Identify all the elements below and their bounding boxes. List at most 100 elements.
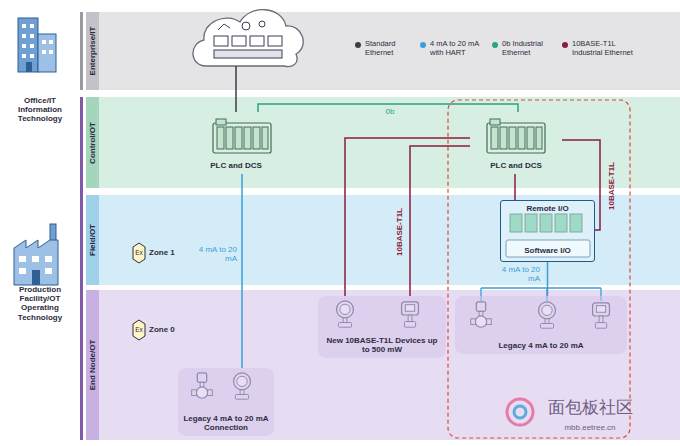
cloud-icon: [214, 50, 282, 58]
section-caption: Office/IT Information Technology: [2, 96, 78, 124]
cloud-icon: [218, 24, 230, 30]
dashed-remote-region: [448, 100, 630, 438]
layer-label: Field/OT: [88, 224, 97, 256]
office-building-icon: [42, 50, 46, 54]
legend-text: 0b Industrial Ethernet: [502, 40, 556, 57]
section-caption: Production Facility/OT Operating Technol…: [2, 285, 78, 322]
box-label: New 10BASE-T1L Devices up to 500 mW: [322, 336, 442, 354]
office-building-icon: [49, 50, 53, 54]
plc-rack-icon: [487, 119, 545, 153]
hazard-zone-symbol: [133, 243, 145, 340]
layer-band: Field/OT Remote I/OSoftware I/O: [86, 195, 680, 285]
dashed-remote-region: [448, 100, 630, 438]
signal-connector: [514, 174, 516, 200]
office-building-icon: [22, 34, 26, 38]
ethernet-wire: [235, 66, 237, 112]
layer-bands: [86, 195, 680, 285]
signal-connector: [410, 146, 470, 296]
layer-band: Control/OT PLC and DCS PLC and DCS: [86, 97, 680, 188]
office-building-icon: [18, 18, 56, 72]
cloud-icon: [193, 10, 303, 67]
layer-bands: [86, 12, 99, 90]
box-label: PLC and DCS: [474, 161, 558, 170]
box-label: Legacy 4 mA to 20 mA Connection: [182, 414, 270, 432]
office-building-icon: [22, 24, 26, 28]
office-building-icon: [18, 18, 38, 72]
legend-text: Standard Ethernet: [365, 40, 413, 57]
watermark-logo: [507, 399, 533, 425]
signal-connector: [345, 138, 470, 296]
layer-bands: [86, 97, 99, 188]
factory-icon: [14, 240, 58, 285]
layer-bands: [80, 97, 83, 440]
legend-item: 0b Industrial Ethernet: [492, 40, 556, 57]
office-building-icon: [30, 34, 34, 38]
factory-icon: [45, 256, 52, 262]
cloud-icon: [250, 36, 264, 46]
box-label: Software I/O: [504, 246, 591, 255]
controller-box: PLC and DCS: [470, 112, 562, 174]
factory-icon: [45, 268, 52, 274]
connector-label: 10BASE-T1L: [607, 156, 616, 216]
hazard-zone-symbol: [133, 320, 145, 340]
signal-connector: [241, 174, 243, 368]
layer-bands: [86, 290, 680, 440]
cloud-icon: [232, 36, 246, 46]
watermark: mbb.eetree.cn: [540, 423, 640, 432]
legend-swatch: [492, 42, 498, 48]
legend-item: 10BASE-T1L Industrial Ethernet: [562, 40, 642, 57]
controller-box: PLC and DCS: [190, 112, 282, 174]
factory-icon: [32, 256, 39, 262]
layer-bands: [86, 195, 99, 285]
signal-connector: [547, 262, 549, 296]
ethernet-wire: [236, 66, 237, 112]
connector-label: 10BASE-T1L: [395, 202, 404, 262]
legend-item: Standard Ethernet: [355, 40, 413, 57]
watermark-logo: [514, 406, 526, 418]
connector-label: 0b: [380, 107, 400, 116]
legend-swatch: [562, 42, 568, 48]
connector-label: 4 mA to 20 mA: [500, 265, 540, 283]
office-building-icon: [38, 34, 56, 72]
hazard-zone-symbol: [133, 243, 145, 263]
cloud-icon: [242, 22, 250, 30]
layer-label: Enterprise/IT: [88, 27, 97, 76]
factory-icon: [19, 268, 26, 274]
office-building-icon: [42, 40, 46, 44]
office-building-icon: [49, 40, 53, 44]
layer-bands: [86, 12, 680, 90]
zone-label: Zone 1: [149, 248, 183, 257]
watermark: 面包板社区: [540, 398, 640, 418]
legend-text: 4 mA to 20 mA with HART: [430, 40, 486, 57]
legend-swatch: [355, 42, 361, 48]
box-label: Legacy 4 mA to 20 mA: [459, 341, 623, 350]
layer-bands: [86, 97, 680, 188]
watermark-logo: [507, 399, 533, 425]
remote-io-box: Remote I/OSoftware I/O: [500, 200, 595, 262]
office-building-icon: [26, 62, 32, 72]
cloud-icon: [214, 36, 228, 46]
zone-label: Zone 0: [149, 325, 183, 334]
legend-swatch: [420, 42, 426, 48]
factory-icon: [32, 270, 40, 285]
plc-rack-icon: [213, 119, 545, 153]
legend-text: 10BASE-T1L Industrial Ethernet: [572, 40, 642, 57]
office-building-icon: [30, 44, 34, 48]
layer-bands: [80, 12, 680, 440]
layer-band: End Node/OT New 10BASE-T1L Devices up to …: [86, 290, 680, 440]
connector-label: 4 mA to 20 mA: [197, 245, 237, 263]
layer-label: Control/OT: [88, 122, 97, 164]
cloud-icon: [259, 21, 265, 27]
zone-label: Ex: [132, 326, 146, 333]
plc-rack-icon: [213, 119, 271, 153]
office-building-icon: [22, 44, 26, 48]
office-building-icon: [30, 24, 34, 28]
zone-label: Ex: [132, 249, 146, 256]
factory-icon: [19, 256, 26, 262]
office-building-icon: [22, 54, 26, 58]
cloud-icon: [268, 36, 282, 46]
layer-label: End Node/OT: [88, 340, 97, 391]
office-building-icon: [30, 54, 34, 58]
device-group: Legacy 4 mA to 20 mA: [455, 296, 627, 354]
